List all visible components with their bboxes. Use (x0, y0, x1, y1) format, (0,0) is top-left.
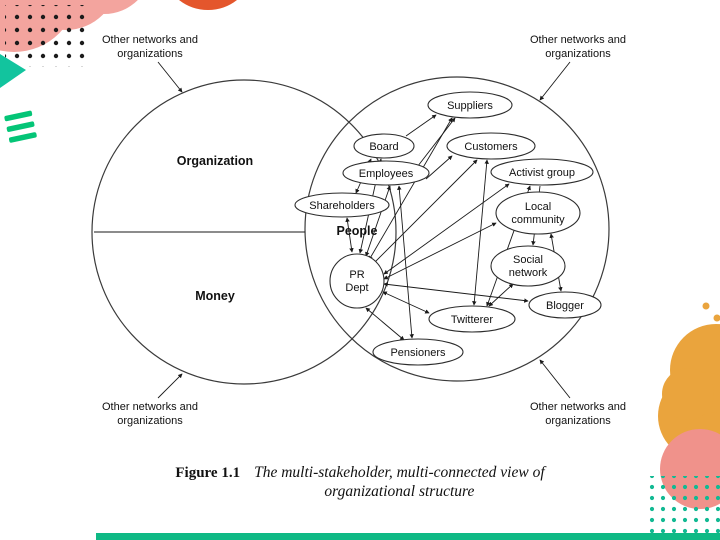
node-blogger (528, 291, 602, 319)
node-activist-group-label: Activist group (509, 167, 575, 179)
decor-teal-wedge (0, 54, 26, 88)
node-pr-dept (329, 253, 385, 309)
node-twitterer-label: Twitterer (451, 314, 494, 326)
corner-arrow-top-right (539, 61, 571, 101)
node-employees (342, 160, 430, 186)
decor-green-line (4, 110, 33, 122)
corner-label-top-right-line1: Other networks and (530, 34, 626, 46)
node-shareholders (294, 192, 390, 218)
node-social-network (490, 245, 566, 287)
node-customers (446, 132, 536, 160)
decor-red-arc (179, 0, 237, 10)
stakeholder-diagram: Other networks and organizations Other n… (91, 34, 626, 427)
node-social-network-label-line2: network (509, 267, 548, 279)
money-label: Money (195, 289, 235, 303)
figure-caption-label: Figure 1.1 (175, 465, 241, 481)
arrow-customers-twitterer (472, 159, 489, 306)
corner-label-bottom-right-line2: organizations (545, 415, 611, 427)
decor-black-dot-grid (5, 5, 85, 67)
node-pr-dept-label-line2: Dept (345, 282, 368, 294)
decor-pink-circle (70, 0, 138, 14)
corner-arrow-top-left (157, 61, 183, 93)
corner-label-bottom-left-line2: organizations (117, 415, 183, 427)
decor-gold-dot (713, 314, 720, 322)
figure-caption-text: The multi-stakeholder, multi-connected v… (254, 464, 545, 502)
node-activist-group (490, 158, 594, 186)
decor-bottom-bar (96, 533, 720, 540)
arrow-employees-pensioners (397, 185, 414, 339)
node-pensioners (372, 338, 464, 366)
stakeholders-circle (304, 76, 610, 382)
stakeholder-nodes: Suppliers Customers Board Employees Shar… (294, 91, 602, 366)
arrow-prdept-pensioners (365, 307, 405, 341)
decor-gold-dot (702, 302, 710, 310)
corner-arrow-bottom-right (539, 359, 571, 399)
organization-label: Organization (177, 154, 253, 168)
node-local-community (495, 191, 581, 235)
decor-green-line (6, 121, 35, 132)
node-local-community-label-line2: community (511, 214, 565, 226)
arrow-prdept-twitterer (382, 291, 430, 314)
corner-arrow-bottom-left (157, 373, 183, 399)
corner-label-top-left-line1: Other networks and (102, 34, 198, 46)
decor-teal-dot-grid (646, 476, 720, 534)
node-social-network-label-line1: Social (513, 254, 543, 266)
node-local-community-label-line1: Local (525, 201, 551, 213)
corner-label-top-right: Other networks and organizations (530, 34, 626, 101)
node-suppliers-label: Suppliers (447, 100, 493, 112)
arrow-prdept-blogger (383, 282, 529, 303)
arrow-shareholders-prdept (345, 217, 354, 253)
arrow-employees-customers (425, 155, 453, 180)
corner-label-bottom-right-line1: Other networks and (530, 401, 626, 413)
corner-label-top-left-line2: organizations (117, 48, 183, 60)
node-blogger-label: Blogger (546, 300, 584, 312)
figure-caption: Figure 1.1 The multi-stakeholder, multi-… (0, 464, 720, 502)
node-pensioners-label: Pensioners (390, 347, 446, 359)
node-twitterer (428, 305, 516, 333)
figure-caption-line2: organizational structure (324, 482, 475, 500)
people-label: People (337, 224, 378, 238)
figure-caption-line1: The multi-stakeholder, multi-connected v… (254, 464, 545, 481)
arrow-board-suppliers (405, 114, 437, 137)
corner-label-top-left: Other networks and organizations (102, 34, 198, 93)
arrow-socialnetwork-twitterer (488, 283, 514, 307)
decor-green-lines (4, 110, 37, 143)
corner-label-bottom-left: Other networks and organizations (102, 373, 198, 427)
node-pr-dept-label-line1: PR (349, 269, 364, 281)
decor-green-line (8, 132, 37, 143)
node-shareholders-label: Shareholders (309, 200, 375, 212)
node-suppliers (427, 91, 513, 119)
corner-label-bottom-right: Other networks and organizations (530, 359, 626, 427)
decor-yellow-circle (662, 368, 714, 420)
node-customers-label: Customers (464, 141, 518, 153)
node-employees-label: Employees (359, 168, 414, 180)
node-board (353, 133, 415, 159)
corner-label-bottom-left-line1: Other networks and (102, 401, 198, 413)
node-board-label: Board (369, 141, 398, 153)
corner-label-top-right-line2: organizations (545, 48, 611, 60)
